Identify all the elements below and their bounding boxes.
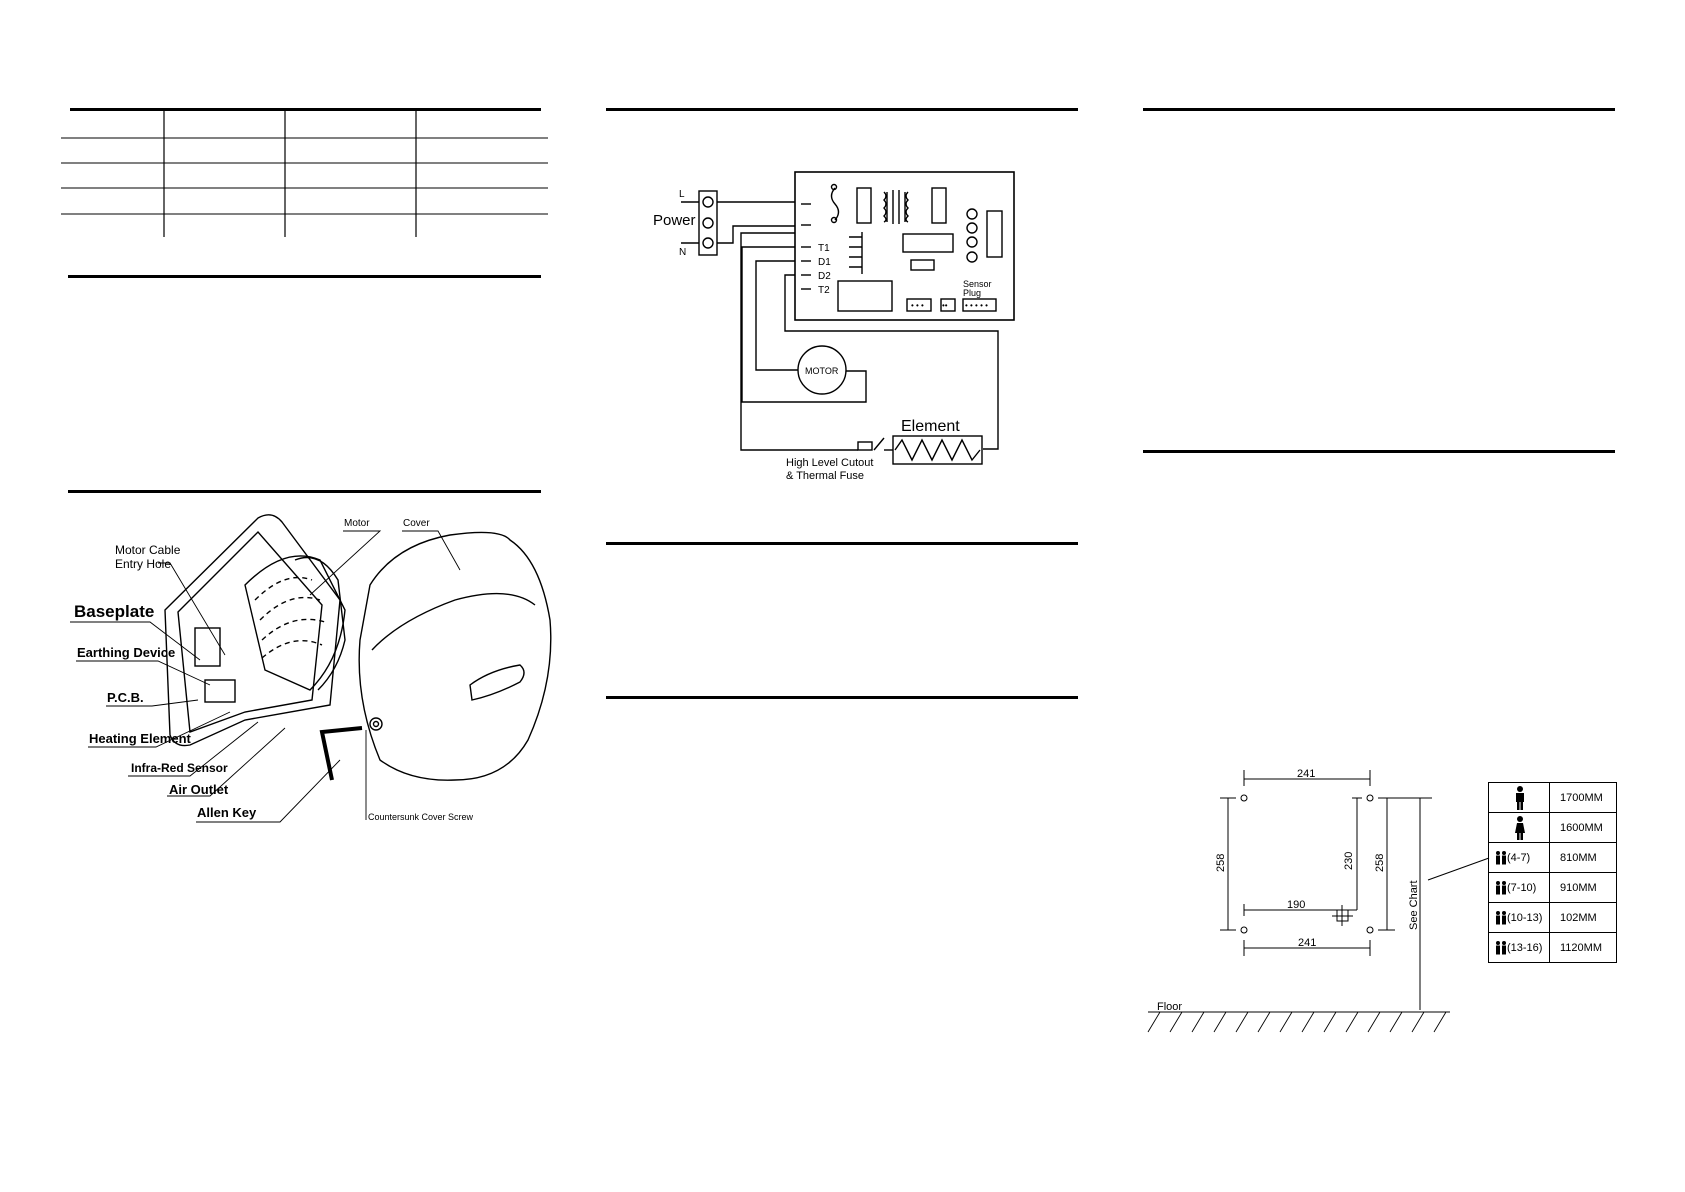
chart-icon-cell: (4-7) xyxy=(1488,842,1550,873)
section-rule xyxy=(1143,108,1615,111)
cutout-label-1: High Level Cutout xyxy=(786,457,873,469)
table-row: (10-13) 102MM xyxy=(1488,902,1617,933)
air-outlet-label: Air Outlet xyxy=(169,782,229,797)
terminal-t1: T1 xyxy=(818,243,830,254)
floor-label: Floor xyxy=(1157,1001,1182,1013)
section-rule xyxy=(68,275,541,278)
age-range: (7-10) xyxy=(1507,881,1537,894)
section-rule xyxy=(606,696,1078,699)
chart-icon-cell xyxy=(1488,782,1550,813)
chart-value: 1120MM xyxy=(1549,932,1617,963)
table-row: (7-10) 910MM xyxy=(1488,872,1617,903)
chart-value: 102MM xyxy=(1549,902,1617,933)
heating-element-label: Heating Element xyxy=(89,731,192,746)
table-row: 1600MM xyxy=(1488,812,1617,843)
chart-value: 910MM xyxy=(1549,872,1617,903)
countersunk-screw-label: Countersunk Cover Screw xyxy=(368,812,474,822)
svg-text:• • • • •: • • • • • xyxy=(965,301,988,310)
section-rule xyxy=(1143,450,1615,453)
bottom-width-label: 241 xyxy=(1298,937,1316,949)
svg-text:• • •: • • • xyxy=(911,301,924,310)
children-icon xyxy=(1496,880,1506,894)
section-rule xyxy=(68,490,541,493)
power-label: Power xyxy=(653,212,696,229)
baseplate-label: Baseplate xyxy=(74,602,154,621)
chart-icon-cell: (10-13) xyxy=(1488,902,1550,933)
top-width-label: 241 xyxy=(1297,768,1315,780)
neutral-label: N xyxy=(679,247,686,258)
children-icon xyxy=(1496,940,1506,954)
chart-icon-cell: (13-16) xyxy=(1488,932,1550,963)
sensor-plug-label-2: Plug xyxy=(963,288,981,298)
svg-text:••: •• xyxy=(942,301,948,310)
chart-value: 1600MM xyxy=(1549,812,1617,843)
section-rule xyxy=(606,108,1078,111)
children-icon xyxy=(1496,850,1506,864)
spec-table-top-rule xyxy=(70,108,541,111)
cover-label: Cover xyxy=(403,518,430,529)
age-range: (13-16) xyxy=(1507,941,1543,954)
motor-cable-label-1: Motor Cable xyxy=(115,543,181,557)
terminal-t2: T2 xyxy=(818,285,830,296)
section-rule xyxy=(606,542,1078,545)
cutout-label-2: & Thermal Fuse xyxy=(786,470,864,482)
see-chart-label: See Chart xyxy=(1408,880,1420,930)
motor-cable-label-2: Entry Hole xyxy=(115,557,171,571)
chart-icon-cell: (7-10) xyxy=(1488,872,1550,903)
woman-icon xyxy=(1515,815,1525,840)
sensor-plug-label-1: Sensor xyxy=(963,279,992,289)
right-height-label: 258 xyxy=(1374,854,1386,872)
infra-red-sensor-label: Infra-Red Sensor xyxy=(131,761,228,775)
children-icon xyxy=(1496,910,1506,924)
motor-label: MOTOR xyxy=(805,366,839,376)
age-range: (10-13) xyxy=(1507,911,1543,924)
pcb-label: P.C.B. xyxy=(107,690,144,705)
table-row: 1700MM xyxy=(1488,782,1617,813)
age-range: (4-7) xyxy=(1507,851,1531,864)
earthing-device-label: Earthing Device xyxy=(77,645,175,660)
man-icon xyxy=(1516,785,1524,810)
inner-height-label: 230 xyxy=(1343,852,1355,870)
height-chart: 1700MM 1600MM (4-7) 810MM (7-10) 910MM ( xyxy=(1488,782,1617,963)
motor-label: Motor xyxy=(344,518,370,529)
chart-value: 810MM xyxy=(1549,842,1617,873)
chart-icon-cell xyxy=(1488,812,1550,843)
live-label: L xyxy=(679,189,685,200)
element-label: Element xyxy=(901,418,960,435)
terminal-d1: D1 xyxy=(818,257,831,268)
allen-key-label: Allen Key xyxy=(197,805,257,820)
table-row: (13-16) 1120MM xyxy=(1488,932,1617,963)
table-row: (4-7) 810MM xyxy=(1488,842,1617,873)
inner-width-label: 190 xyxy=(1287,899,1305,911)
chart-value: 1700MM xyxy=(1549,782,1617,813)
left-height-label: 258 xyxy=(1215,854,1227,872)
terminal-d2: D2 xyxy=(818,271,831,282)
